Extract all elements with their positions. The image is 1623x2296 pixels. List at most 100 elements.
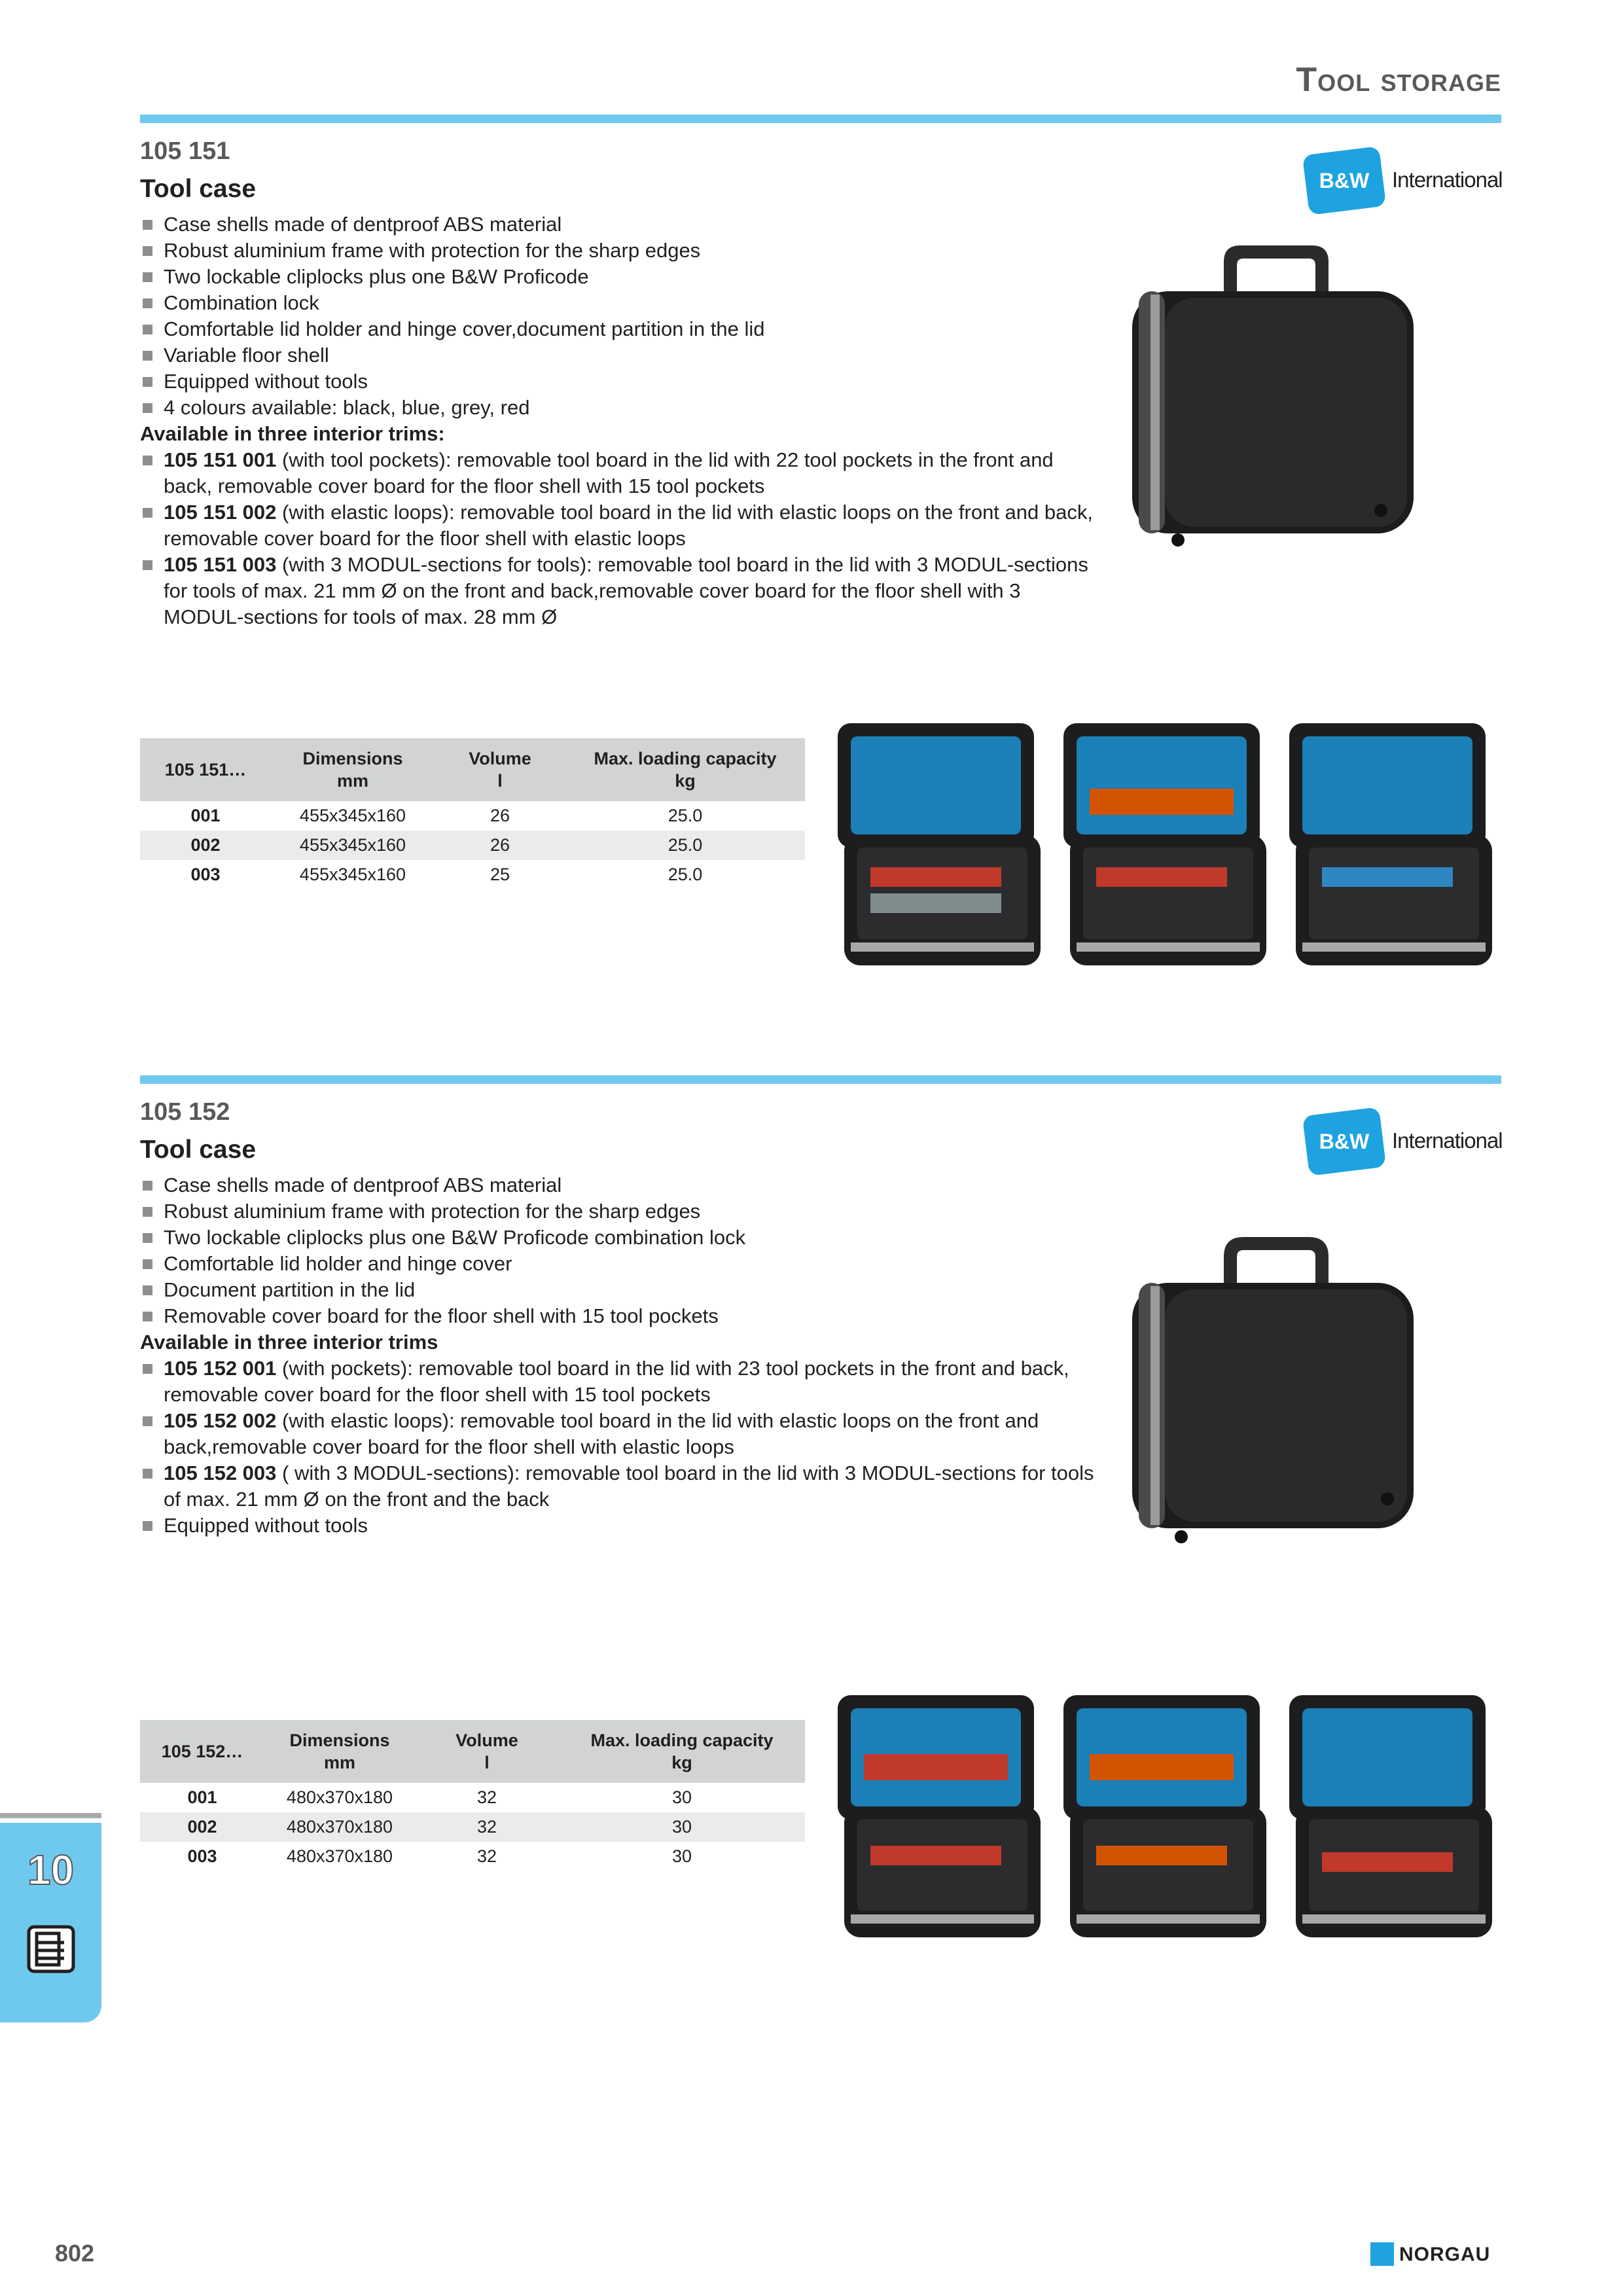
table-cell: 001	[190, 806, 221, 825]
side-tab-border	[0, 1813, 101, 1818]
product-title: Tool case	[140, 175, 257, 203]
product-section-105151: 105 151 Tool case Case shells made of de…	[140, 137, 1501, 630]
trim-text: ( with 3 MODUL-sections): removable tool…	[164, 1462, 1094, 1511]
product-number: 105 151	[140, 137, 230, 165]
table-header-row: 105 151… Dimensions mm Volume l Max. loa…	[140, 738, 805, 801]
page-header: Tool storage	[1296, 60, 1501, 99]
norgau-square	[1370, 2242, 1394, 2266]
table-row: 003 480x370x180 32 30	[140, 1842, 805, 1871]
table-cell: 002	[140, 1812, 264, 1842]
trim-code: 105 151 003	[164, 553, 277, 576]
feature-item: Combination lock	[140, 290, 1096, 316]
logo-badge-text: B&W	[1319, 169, 1370, 192]
table-cell: 003	[190, 865, 221, 884]
table-row: 002 455x345x160 26 25.0	[140, 831, 805, 860]
trim-text: (with elastic loops): removable tool boa…	[164, 1409, 1039, 1458]
table-header: Dimensions mm	[271, 738, 435, 801]
trim-code: 105 152 002	[164, 1409, 277, 1432]
feature-item: Robust aluminium frame with protection f…	[140, 1198, 1096, 1225]
table-cell: 32	[476, 1846, 497, 1866]
trim-item: 105 152 003 ( with 3 MODUL-sections): re…	[140, 1460, 1096, 1513]
top-divider	[140, 115, 1501, 123]
feature-item: 4 colours available: black, blue, grey, …	[140, 395, 1096, 421]
trim-text: (with elastic loops): removable tool boa…	[164, 501, 1093, 550]
trim-code: 105 152 003	[164, 1462, 277, 1484]
table-cell: 26	[490, 806, 510, 825]
trim-text: (with pockets): removable tool board in …	[164, 1357, 1069, 1406]
table-header: 105 151…	[140, 738, 271, 801]
table-row: 001 480x370x180 32 30	[140, 1783, 805, 1812]
trim-item: 105 151 003 (with 3 MODUL-sections for t…	[140, 552, 1096, 630]
table-row: 001 455x345x160 26 25.0	[140, 801, 805, 831]
table-header: Dimensions mm	[264, 1720, 415, 1783]
trim-code: 105 151 002	[164, 501, 277, 524]
feature-item: Case shells made of dentproof ABS materi…	[140, 1172, 1096, 1198]
table-row: 002 480x370x180 32 30	[140, 1812, 805, 1842]
trims-list: 105 152 001 (with pockets): removable to…	[140, 1355, 1096, 1539]
trim-item: 105 151 001 (with tool pockets): removab…	[140, 447, 1096, 499]
trims-heading: Available in three interior trims	[140, 1331, 438, 1354]
logo-badge-text: B&W	[1319, 1130, 1370, 1153]
spec-table-105152: 105 152… Dimensions mm Volume l Max. loa…	[140, 1720, 805, 1871]
section-divider	[140, 1075, 1501, 1084]
logo-text: International	[1392, 1128, 1503, 1153]
trim-code: 105 151 001	[164, 448, 277, 471]
table-header: Volume l	[415, 1720, 559, 1783]
feature-item: Two lockable cliplocks plus one B&W Prof…	[140, 264, 1096, 290]
table-cell: 30	[559, 1812, 805, 1842]
table-cell: 26	[435, 831, 565, 860]
open-cases-image	[838, 723, 1492, 965]
product-number: 105 152	[140, 1098, 230, 1126]
table-cell: 480x370x180	[286, 1846, 393, 1866]
table-cell: 001	[187, 1787, 217, 1807]
table-header: Max. loading capacity kg	[565, 738, 805, 801]
feature-item: Variable floor shell	[140, 342, 1096, 368]
page-header-text: Tool storage	[1296, 61, 1501, 99]
table-cell: 30	[671, 1787, 692, 1807]
logo-text: International	[1392, 168, 1503, 192]
table-cell: 455x345x160	[299, 806, 406, 825]
bw-international-logo: B&W International	[1302, 1103, 1503, 1176]
trim-text: (with 3 MODUL-sections for tools): remov…	[164, 553, 1088, 628]
trim-code: 105 152 001	[164, 1357, 277, 1380]
spec-table-105151: 105 151… Dimensions mm Volume l Max. loa…	[140, 738, 805, 889]
feature-item: Case shells made of dentproof ABS materi…	[140, 211, 1096, 238]
table-cell: 32	[415, 1812, 559, 1842]
table-cell: 455x345x160	[299, 865, 406, 884]
trim-item: 105 152 002 (with elastic loops): remova…	[140, 1408, 1096, 1460]
table-cell: 25.0	[565, 831, 805, 860]
table-cell: 455x345x160	[271, 831, 435, 860]
table-header: Volume l	[435, 738, 565, 801]
feature-item: Equipped without tools	[140, 1513, 1096, 1539]
trim-item: 105 152 001 (with pockets): removable to…	[140, 1355, 1096, 1408]
feature-item: Document partition in the lid	[140, 1277, 1096, 1303]
table-row: 003 455x345x160 25 25.0	[140, 860, 805, 889]
norgau-logo: NORGAU	[1370, 2242, 1501, 2269]
product-section-105152: 105 152 Tool case Case shells made of de…	[140, 1098, 1501, 1539]
tool-cabinet-icon	[27, 1925, 75, 1973]
table-header: 105 152…	[140, 1720, 264, 1783]
table-cell: 30	[671, 1846, 692, 1866]
chapter-number: 10	[27, 1846, 75, 1894]
trim-text: (with tool pockets): removable tool boar…	[164, 448, 1054, 497]
table-cell: 002	[140, 831, 271, 860]
product-title: Tool case	[140, 1136, 257, 1164]
table-cell: 32	[476, 1787, 497, 1807]
closed-case-image	[1132, 245, 1414, 547]
table-cell: 25.0	[668, 865, 703, 884]
trims-heading: Available in three interior trims:	[140, 422, 445, 445]
table-cell: 003	[187, 1846, 217, 1866]
table-cell: 25	[490, 865, 510, 884]
feature-item: Removable cover board for the floor shel…	[140, 1303, 1096, 1329]
table-header-row: 105 152… Dimensions mm Volume l Max. loa…	[140, 1720, 805, 1783]
trim-item: 105 151 002 (with elastic loops): remova…	[140, 499, 1096, 552]
trims-list: 105 151 001 (with tool pockets): removab…	[140, 447, 1096, 630]
norgau-text: NORGAU	[1399, 2244, 1491, 2265]
feature-item: Equipped without tools	[140, 368, 1096, 395]
page-number: 802	[55, 2240, 95, 2267]
open-cases-image	[838, 1695, 1492, 1937]
feature-item: Robust aluminium frame with protection f…	[140, 238, 1096, 264]
table-cell: 480x370x180	[286, 1787, 393, 1807]
bw-international-logo: B&W International	[1302, 143, 1503, 215]
feature-item: Comfortable lid holder and hinge cover,d…	[140, 316, 1096, 342]
